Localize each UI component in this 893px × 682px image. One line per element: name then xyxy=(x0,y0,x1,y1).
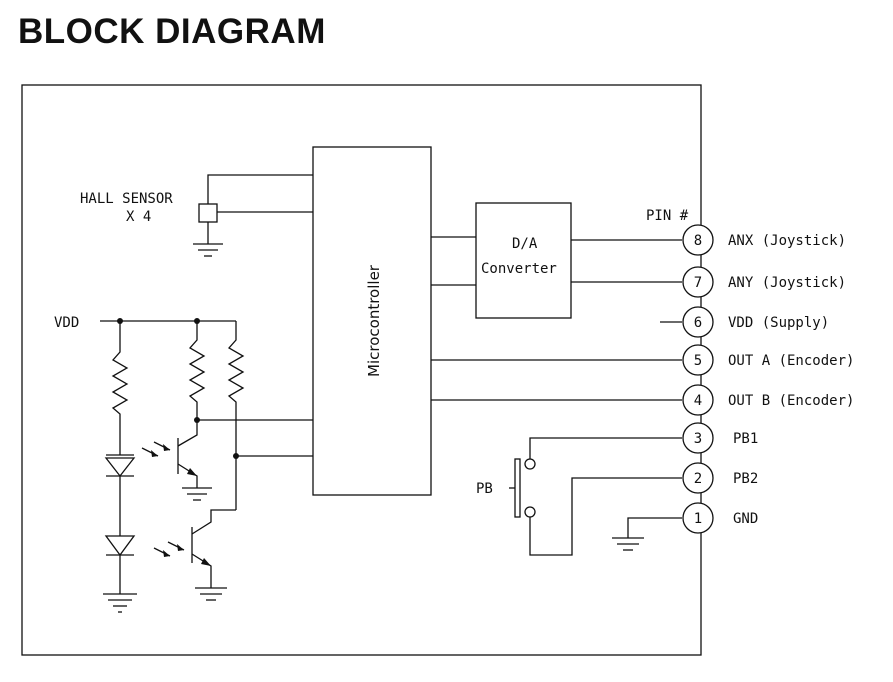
pin-8-label: ANX (Joystick) xyxy=(728,233,846,249)
pin1-ground-icon xyxy=(612,537,644,551)
da-label-line2: Converter xyxy=(481,261,557,277)
pb-label: PB xyxy=(476,481,493,497)
pin-1-circle xyxy=(682,502,714,534)
da-label-line1: D/A xyxy=(512,236,538,252)
da-converter-block xyxy=(475,202,572,319)
pin-1-number: 1 xyxy=(694,511,702,527)
pin-3: 3 PB1 xyxy=(682,422,758,454)
diagram-title: BLOCK DIAGRAM xyxy=(18,12,326,51)
pin-6-number: 6 xyxy=(694,315,702,331)
pin-7-label: ANY (Joystick) xyxy=(728,275,846,291)
junction-pt2 xyxy=(233,453,239,459)
pin-6-label: VDD (Supply) xyxy=(728,315,829,331)
pin-1: 1 GND xyxy=(682,502,758,534)
phototransistor-2-icon xyxy=(153,509,236,588)
pin-3-circle xyxy=(682,422,714,454)
pin-5: 5 OUT A (Encoder) xyxy=(682,344,854,376)
pt1-ground-icon xyxy=(182,487,212,501)
pin-4: 4 OUT B (Encoder) xyxy=(682,384,854,416)
phototransistor-1-icon xyxy=(141,420,198,488)
vdd-label: VDD xyxy=(54,315,79,331)
pin-5-label: OUT A (Encoder) xyxy=(728,353,854,369)
hall-sensor-label-line1: HALL SENSOR xyxy=(80,191,173,207)
pullup-resistor-2 xyxy=(227,321,245,510)
pin-3-label: PB1 xyxy=(733,431,758,447)
pt2-ground-icon xyxy=(195,587,227,601)
pin-6-circle xyxy=(682,306,714,338)
pin-2-label: PB2 xyxy=(733,471,758,487)
hall-sensor-label-line2: X 4 xyxy=(126,209,151,225)
hall-ground-icon xyxy=(193,243,223,257)
led-1-icon xyxy=(104,454,136,536)
pullup-resistor-1 xyxy=(188,321,206,420)
pin-8-number: 8 xyxy=(694,233,702,249)
pin-3-number: 3 xyxy=(694,431,702,447)
pin-7: 7 ANY (Joystick) xyxy=(682,266,846,298)
pin-1-label: GND xyxy=(733,511,758,527)
pin-2: 2 PB2 xyxy=(682,462,758,494)
pin-4-label: OUT B (Encoder) xyxy=(728,393,854,409)
pin-8-circle xyxy=(682,224,714,256)
pin-2-number: 2 xyxy=(694,471,702,487)
pin-header-label: PIN # xyxy=(646,208,689,224)
pin-4-number: 4 xyxy=(694,393,702,409)
microcontroller-block xyxy=(312,146,432,496)
pin-7-number: 7 xyxy=(694,275,702,291)
pin-2-circle xyxy=(682,462,714,494)
led-2-icon xyxy=(104,535,136,594)
pin-6: 6 VDD (Supply) xyxy=(682,306,829,338)
led-ground-icon xyxy=(103,593,137,613)
hall-sensor-symbol xyxy=(198,203,218,223)
microcontroller-label: Microcontroller xyxy=(365,264,383,377)
pin-7-circle xyxy=(682,266,714,298)
pin-4-circle xyxy=(682,384,714,416)
pin-5-number: 5 xyxy=(694,353,702,369)
led-resistor xyxy=(111,321,129,455)
pin-5-circle xyxy=(682,344,714,376)
push-button-icon xyxy=(509,458,536,518)
pin-8: 8 ANX (Joystick) xyxy=(682,224,846,256)
